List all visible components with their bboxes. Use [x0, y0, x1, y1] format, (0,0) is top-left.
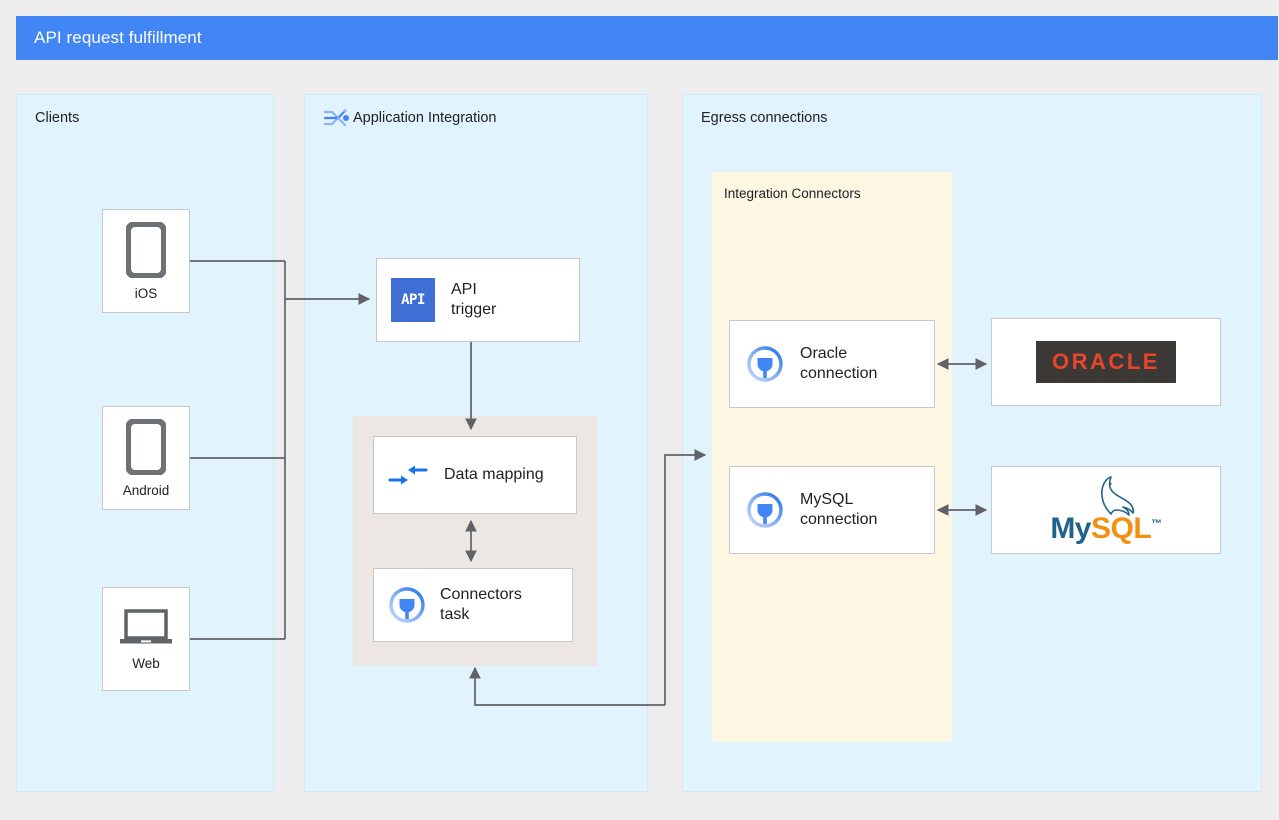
client-label-web: Web [132, 655, 160, 671]
mysql-wordmark-sql: SQL [1091, 512, 1152, 545]
connector-plug-icon [746, 345, 784, 383]
application-integration-icon [321, 103, 351, 133]
client-card-android[interactable]: Android [102, 406, 190, 510]
panel-integration-connectors-label: Integration Connectors [724, 186, 861, 201]
mobile-phone-icon [125, 417, 167, 476]
panel-clients-label: Clients [35, 110, 80, 126]
client-card-ios[interactable]: iOS [102, 209, 190, 313]
task-label-api-trigger: API trigger [451, 281, 497, 318]
database-card-oracle: ORACLE [991, 318, 1221, 406]
laptop-icon [119, 608, 173, 648]
mysql-trademark: ™ [1151, 518, 1162, 530]
connection-card-oracle[interactable]: Oracle connection [729, 320, 935, 408]
panel-integration-connectors: Integration Connectors [712, 172, 952, 742]
mobile-phone-icon [125, 220, 167, 279]
mysql-wordmark-my: My [1050, 512, 1091, 545]
client-label-android: Android [122, 482, 170, 498]
connection-label-mysql: MySQL connection [800, 491, 878, 528]
connector-plug-icon [746, 491, 784, 529]
api-badge-text: API [401, 292, 425, 308]
task-label-data-mapping: Data mapping [444, 466, 544, 483]
page-title: API request fulfillment [34, 28, 202, 47]
task-card-data-mapping[interactable]: Data mapping [373, 436, 577, 514]
data-mapping-icon [388, 462, 428, 488]
oracle-logo: ORACLE [1036, 341, 1176, 383]
panel-application-integration-label: Application Integration [353, 110, 497, 126]
mysql-dolphin-icon [1101, 476, 1135, 516]
connector-plug-icon [388, 586, 426, 624]
task-card-connectors-task[interactable]: Connectors task [373, 568, 573, 642]
mysql-logo: MySQL™ [1050, 474, 1162, 546]
connection-label-oracle: Oracle connection [800, 345, 878, 382]
client-card-web[interactable]: Web [102, 587, 190, 691]
client-label-ios: iOS [134, 285, 158, 301]
diagram-title-bar: API request fulfillment [16, 16, 1278, 60]
task-label-connectors-task: Connectors task [440, 586, 522, 623]
connection-card-mysql[interactable]: MySQL connection [729, 466, 935, 554]
api-trigger-icon: API [391, 278, 435, 322]
panel-egress-label: Egress connections [701, 110, 828, 126]
database-card-mysql: MySQL™ [991, 466, 1221, 554]
task-card-api-trigger[interactable]: API API trigger [376, 258, 580, 342]
oracle-wordmark: ORACLE [1052, 349, 1160, 374]
